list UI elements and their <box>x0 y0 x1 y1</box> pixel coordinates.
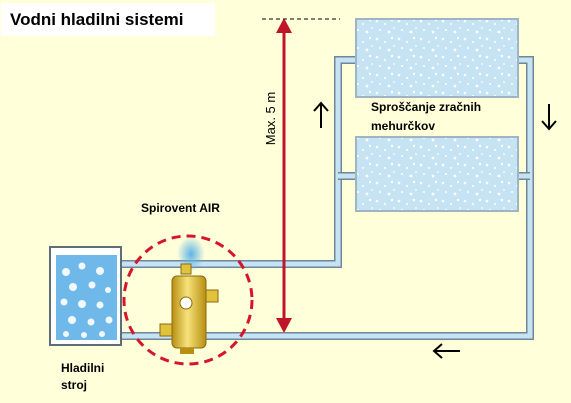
page-title: Vodni hladilni sistemi <box>10 10 184 29</box>
upper-tank <box>355 18 519 98</box>
lower-tank <box>355 136 519 212</box>
spirovent-label: Spirovent AIR <box>141 201 220 215</box>
max-height-label: Max. 5 m <box>263 91 279 146</box>
title-panel: Vodni hladilni sistemi <box>1 3 215 36</box>
highlight-circle <box>122 234 254 366</box>
air-release-label-line2: mehurčkov <box>371 119 436 133</box>
left-arrow-icon <box>432 343 460 359</box>
chiller-unit <box>49 246 122 346</box>
chiller-label: Hladilni stroj <box>61 360 104 394</box>
chiller-label-line2: stroj <box>61 378 88 392</box>
pipe-network <box>119 56 534 340</box>
down-arrow-icon <box>541 104 557 131</box>
spirovent-separator-icon <box>159 263 219 354</box>
height-dimension-arrow <box>276 18 292 333</box>
air-release-label: Sproščanje zračnih mehurčkov <box>371 98 481 136</box>
up-arrow-icon <box>313 101 329 128</box>
chiller-label-line1: Hladilni <box>61 361 105 375</box>
ice-crystals <box>60 262 113 338</box>
air-release-label-line1: Sproščanje zračnih <box>371 100 482 114</box>
air-mist-icon <box>177 236 205 272</box>
